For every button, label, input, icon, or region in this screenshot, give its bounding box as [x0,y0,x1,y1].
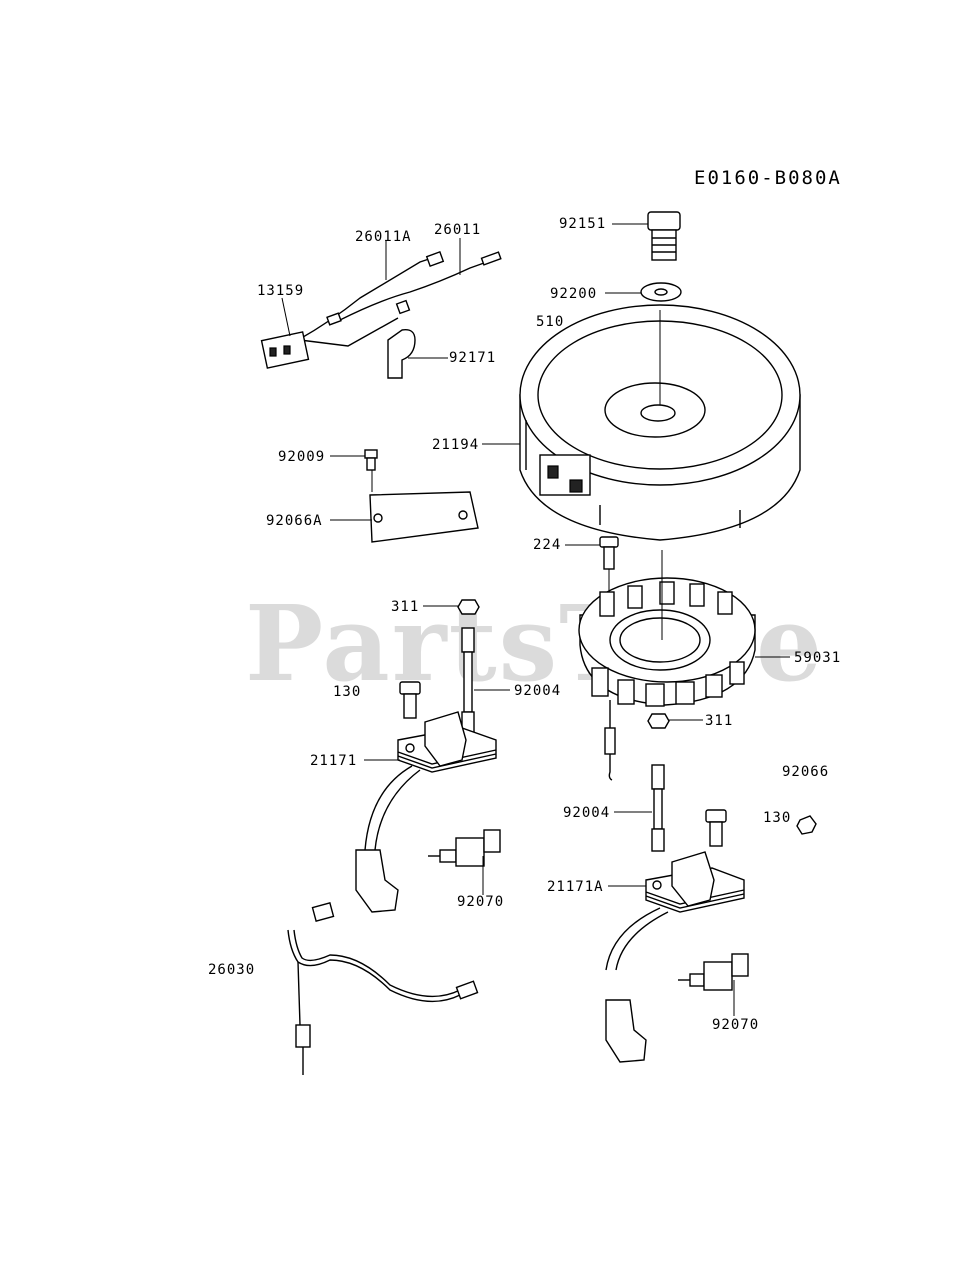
part-label-510[interactable]: 510 [536,314,565,330]
clamp-92171 [387,329,416,379]
part-label-224[interactable]: 224 [533,537,562,553]
spark-plug-92070-upper [428,829,501,867]
nut-311-lower [647,713,670,729]
part-label-92066A[interactable]: 92066A [266,513,323,529]
part-label-59031[interactable]: 59031 [794,650,842,666]
bolt-130-upper [399,681,421,719]
part-label-26030[interactable]: 26030 [208,962,256,978]
part-label-26011[interactable]: 26011 [434,222,482,238]
part-label-92151[interactable]: 92151 [559,216,607,232]
part-label-92066[interactable]: 92066 [782,764,830,780]
diagram-code: E0160-B080A [694,167,842,189]
part-label-92009[interactable]: 92009 [278,449,326,465]
part-label-26011A[interactable]: 26011A [355,229,412,245]
part-label-311-upper[interactable]: 311 [391,599,420,615]
part-label-130-upper[interactable]: 130 [333,684,362,700]
part-label-21171[interactable]: 21171 [310,753,358,769]
part-label-92070-lower[interactable]: 92070 [712,1017,760,1033]
coil-21171A [605,851,745,1063]
bolt-130-lower [705,809,727,847]
part-label-21171A[interactable]: 21171A [547,879,604,895]
spark-plug-92070-lower [678,953,749,991]
part-label-13159[interactable]: 13159 [257,283,305,299]
part-label-92200[interactable]: 92200 [550,286,598,302]
harness-26011 [260,251,502,369]
stator-59031 [578,577,756,781]
part-label-92004-lower[interactable]: 92004 [563,805,611,821]
nut-311-upper [457,599,480,615]
washer-92200 [640,282,682,302]
part-label-92171[interactable]: 92171 [449,350,497,366]
part-label-21194[interactable]: 21194 [432,437,480,453]
wire-26030 [287,902,479,1075]
bolt-92151 [647,211,681,261]
part-label-92070-upper[interactable]: 92070 [457,894,505,910]
coil-21171 [355,711,497,913]
screw-92009 [364,449,378,471]
part-label-130-lower[interactable]: 130 [763,810,792,826]
screw-224 [599,536,619,570]
stud-92004-lower [651,764,665,852]
part-label-311-lower[interactable]: 311 [705,713,734,729]
plate-92066A [369,491,479,543]
part-label-92004-upper[interactable]: 92004 [514,683,562,699]
nut-92066 [796,815,817,835]
stud-92004-upper [461,627,475,735]
